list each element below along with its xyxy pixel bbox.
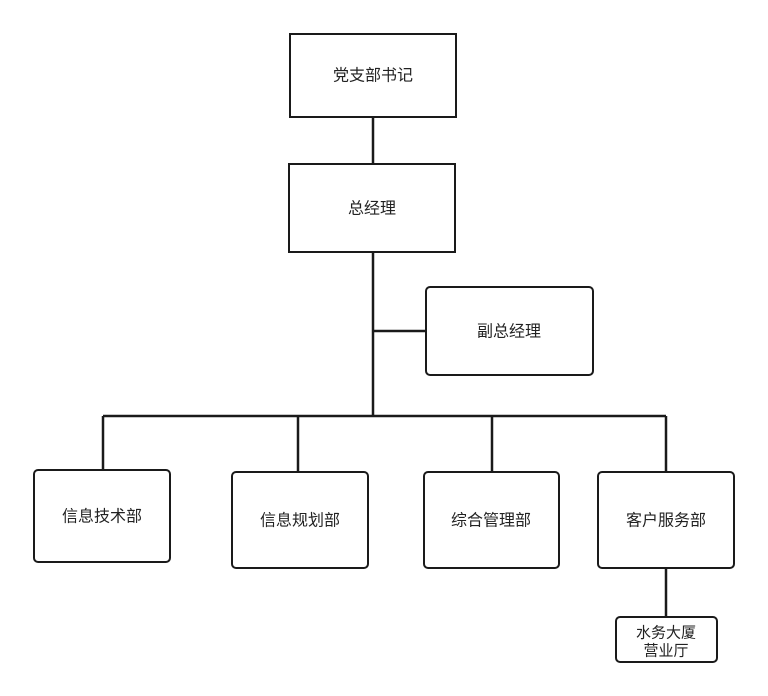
node-box bbox=[425, 286, 594, 376]
node-it-dept: 信息技术部 bbox=[33, 469, 171, 563]
node-party-secretary: 党支部书记 bbox=[289, 33, 457, 118]
node-customer-service-dept: 客户服务部 bbox=[597, 471, 735, 569]
node-label: 副总经理 bbox=[477, 322, 541, 341]
node-label: 党支部书记 bbox=[333, 66, 413, 85]
node-label-line-1: 水务大厦 bbox=[636, 624, 696, 642]
node-deputy-general-manager: 副总经理 bbox=[425, 286, 594, 376]
node-label-line-2: 营业厅 bbox=[643, 642, 688, 660]
node-box bbox=[597, 471, 735, 569]
node-label: 客户服务部 bbox=[626, 511, 706, 530]
connector-lines bbox=[101, 117, 668, 617]
node-label: 信息规划部 bbox=[260, 511, 340, 530]
node-label: 总经理 bbox=[348, 199, 396, 218]
node-box bbox=[33, 469, 171, 563]
node-info-planning-dept: 信息规划部 bbox=[231, 471, 369, 569]
node-box bbox=[231, 471, 369, 569]
node-water-affairs-hall: 水务大厦 营业厅 bbox=[615, 616, 718, 663]
node-box bbox=[288, 163, 456, 253]
node-general-management-dept: 综合管理部 bbox=[423, 471, 560, 569]
node-label: 信息技术部 bbox=[62, 507, 142, 526]
node-box bbox=[615, 616, 718, 663]
node-box bbox=[423, 471, 560, 569]
node-box bbox=[289, 33, 457, 118]
node-label: 综合管理部 bbox=[451, 511, 531, 530]
node-general-manager: 总经理 bbox=[288, 163, 456, 253]
